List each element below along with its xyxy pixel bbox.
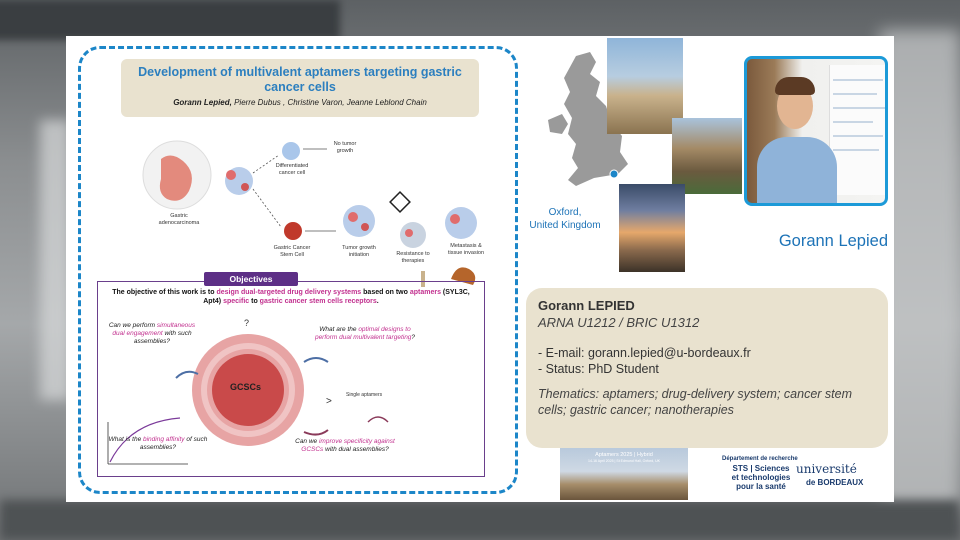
objectives-tab: Objectives [204,272,298,286]
location-label: Oxford, United Kingdom [520,206,610,232]
presenter-thematics: Thematics: aptamers; drug-delivery syste… [538,387,852,417]
label-differentiated: Differentiated cancer cell [275,163,309,176]
city-name: Oxford, [548,207,582,218]
diagram-graphic [142,140,477,287]
label-gcsc: Gastric Cancer Stem Cell [273,245,311,258]
uk-map [548,52,628,186]
conference-title: Aptamers 2025 | Hybrid [595,452,653,458]
question-optimal-designs: What are the optimal designs to perform … [314,326,416,341]
objectives-box: Objectives The objective of this work is… [97,272,485,477]
single-aptamers-label: Single aptamers [346,392,383,398]
question-dual-engagement: Can we perform simultaneous dual engagem… [108,322,196,345]
radcliffe-camera-photo [607,38,683,134]
objectives-text: The objective of this work is to design … [112,289,470,305]
gcscs-label: GCSCs [230,382,262,392]
conference-subtitle: 14-16 April 2025 | St Edmund Hall, Oxfor… [588,459,660,463]
poster-authors: Gorann Lepied, Pierre Dubus , Christine … [121,98,479,107]
presenter-display-name: Gorann Lepied [778,232,888,250]
presenter-affiliation: ARNA U1212 / BRIC U1312 [538,315,700,330]
presenter-name: Gorann LEPIED [538,298,635,313]
poster-title-box: Development of multivalent aptamers targ… [121,59,479,117]
logo-bordeaux: de BORDEAUX [806,478,864,487]
presenter-info-box: Gorann LEPIED ARNA U1212 / BRIC U1312 - … [526,288,888,448]
conference-banner: Aptamers 2025 | Hybrid 14-16 April 2025 … [560,448,688,500]
country-name: United Kingdom [529,220,601,231]
label-tumor-growth: Tumor growth initiation [342,245,376,258]
label-resistance: Resistance to therapies [396,251,430,264]
question-specificity: Can we improve specificity against GCSCs… [295,438,395,453]
poster-lead-author: Gorann Lepied, [173,98,232,107]
label-metastasis: Metastasis & tissue invasion [447,243,485,256]
question-mark: ? [244,318,250,328]
presenter-status: - Status: PhD Student [538,362,659,376]
objectives-graphic [107,334,389,465]
poster-title: Development of multivalent aptamers targ… [138,65,462,94]
logo-sts: STS | Sciences et technologies pour la s… [731,464,791,491]
poster-coauthors: Pierre Dubus , Christine Varon, Jeanne L… [231,98,427,107]
university-bordeaux-logo: Département de recherche STS | Sciences … [714,454,874,498]
presenter-email[interactable]: - E-mail: gorann.lepied@u-bordeaux.fr [538,346,751,360]
label-gastric-adeno: Gastric adenocarcinoma [158,213,200,226]
presenter-photo [744,56,888,206]
logo-department: Département de recherche [722,456,798,462]
label-no-tumor: No tumor growth [333,141,357,154]
logo-universite: université [796,462,857,476]
oxford-street-photo [619,184,685,272]
greater-than-sign: > [326,396,332,407]
presentation-slide: Development of multivalent aptamers targ… [66,36,894,502]
college-quad-photo [672,118,742,194]
cancer-stem-cell-diagram: No tumor growth Differentiated cancer ce… [131,129,491,299]
research-poster: Development of multivalent aptamers targ… [78,46,518,494]
question-binding-affinity: What is the binding affinity of such ass… [108,436,208,451]
